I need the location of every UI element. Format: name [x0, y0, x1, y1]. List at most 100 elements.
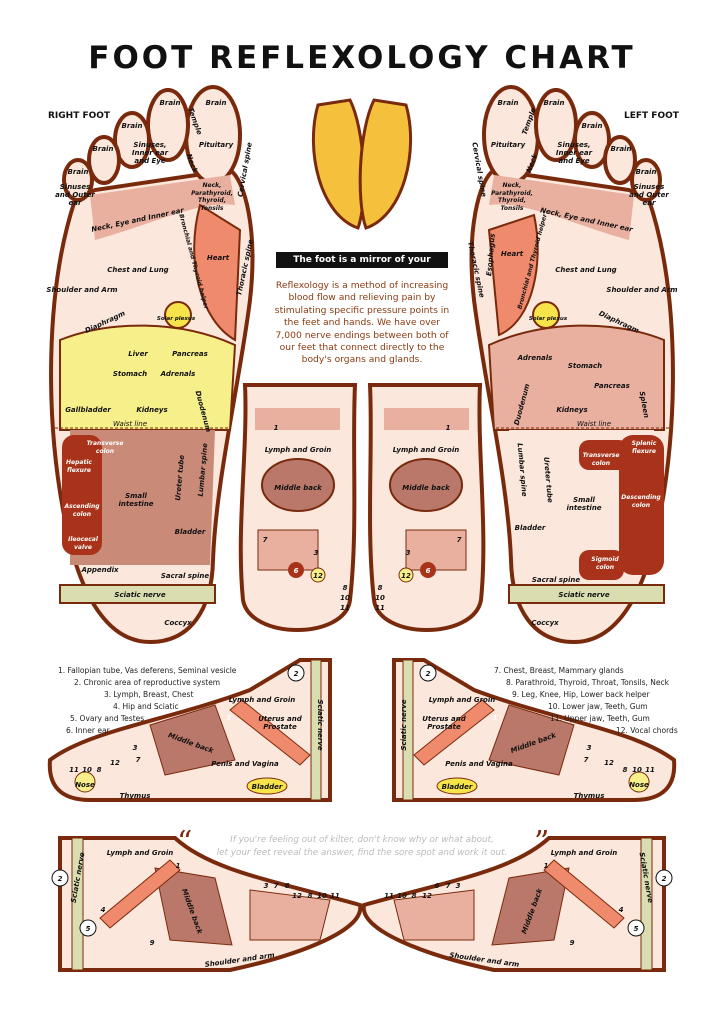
num-3: 3: [133, 744, 138, 752]
num-2: 2: [426, 670, 431, 678]
label-brain: Brain: [636, 168, 657, 176]
label-appendix: Appendix: [80, 566, 119, 574]
legend-item: 7. Chest, Breast, Mammary glands: [494, 666, 624, 675]
label-lymph-groin: Lymph and Groin: [551, 849, 617, 857]
legend-item: 8. Parathroid, Thyroid, Throat, Tonsils,…: [506, 678, 669, 687]
health-banner: The foot is a mirror of your health!: [276, 252, 448, 281]
legend-item: 9. Leg, Knee, Hip, Lower back helper: [512, 690, 650, 699]
num-3: 3: [314, 549, 319, 557]
label-sigmoid-colon: Sigmoid colon: [591, 556, 619, 571]
label-thymus: Thymus: [574, 792, 605, 800]
left-foot-sole: [469, 85, 675, 645]
label-nose: Nose: [629, 781, 649, 789]
legend-item: 2. Chronic area of reproductive system: [74, 678, 221, 687]
label-sciatic-nerve: Sciatic nerve: [114, 591, 165, 599]
num-7: 7: [136, 756, 141, 764]
feet-icon: [311, 98, 413, 230]
label-lymph-groin: Lymph and Groin: [229, 696, 295, 704]
num-11: 11: [340, 604, 350, 612]
label-lymph-groin: Lymph and Groin: [429, 696, 495, 704]
label-shoulder-arm: Shoulder and Arm: [606, 286, 677, 294]
label-thymus: Thymus: [120, 792, 151, 800]
label-nose: Nose: [75, 781, 95, 789]
label-lymph-groin: Lymph and Groin: [107, 849, 173, 857]
quote-line-1: If you're feeling out of kilter, don't k…: [230, 835, 494, 845]
num-10: 10: [82, 766, 92, 774]
left-foot-label: LEFT FOOT: [624, 111, 679, 121]
num-11: 11: [645, 766, 655, 774]
label-stomach: Stomach: [568, 362, 602, 370]
num-12: 12: [110, 759, 120, 767]
num-12: 12: [292, 892, 302, 900]
legend-item: 3. Lymph, Breast, Chest: [104, 690, 194, 699]
label-brain: Brain: [498, 99, 519, 107]
num-8: 8: [308, 892, 313, 900]
num-8: 8: [623, 766, 628, 774]
num-1: 1: [544, 862, 549, 870]
num-8: 8: [412, 892, 417, 900]
num-12: 12: [604, 759, 614, 767]
label-ureter-tube: Ureter tube: [542, 457, 554, 504]
label-heart: Heart: [501, 250, 524, 258]
num-10: 10: [317, 892, 327, 900]
label-chest-lung: Chest and Lung: [107, 266, 168, 274]
label-sacral-spine: Sacral spine: [161, 572, 209, 580]
label-chest-lung: Chest and Lung: [555, 266, 616, 274]
label-coccyx: Coccyx: [164, 619, 192, 627]
label-pituitary: Pituitary: [491, 141, 526, 149]
num-11: 11: [330, 892, 340, 900]
outer-side-left: Lymph and Groin Sciatic nerve Middle bac…: [361, 836, 673, 972]
right-foot-sole: [49, 85, 255, 645]
num-7: 7: [457, 536, 462, 544]
num-1: 1: [446, 424, 451, 432]
num-9: 9: [570, 939, 575, 947]
label-adrenals: Adrenals: [517, 354, 553, 362]
label-sinuses-outer-ear: Sinuses and Outer ear: [55, 183, 95, 207]
label-sacral-spine: Sacral spine: [532, 576, 580, 584]
top-view-feet: 1 1 Lymph and Groin Lymph and Groin Midd…: [238, 383, 486, 632]
label-sinuses-inner-ear-eye: Sinuses, Inner ear and Eye: [555, 141, 593, 165]
num-10: 10: [340, 594, 350, 602]
inner-side-left: 2 1 Lymph and Groin Sciatic nerve Middle…: [392, 658, 677, 802]
label-splenic-flexure: Splenic flexure: [631, 440, 657, 455]
label-adrenals: Adrenals: [160, 370, 196, 378]
label-brain: Brain: [122, 122, 143, 130]
num-12: 12: [422, 892, 432, 900]
num-7: 7: [584, 756, 589, 764]
num-12: 12: [401, 572, 411, 580]
label-neck-parathyroid: Neck, Parathyroid, Thyroid, Tonsils: [491, 182, 533, 212]
num-6: 6: [285, 882, 290, 890]
legend-item: 4. Hip and Sciatic: [113, 702, 179, 711]
label-sciatic-nerve: Sciatic nerve: [400, 699, 408, 750]
num-4: 4: [619, 906, 624, 914]
num-9: 9: [150, 939, 155, 947]
label-waist-line: Waist line: [577, 420, 611, 428]
label-shoulder-arm: Shoulder and Arm: [46, 286, 117, 294]
num-1: 1: [227, 714, 232, 722]
num-2: 2: [294, 670, 299, 678]
label-bladder: Bladder: [252, 783, 283, 791]
label-brain: Brain: [68, 168, 89, 176]
label-pituitary: Pituitary: [199, 141, 234, 149]
label-kidneys: Kidneys: [136, 406, 167, 414]
label-small-intestine: Small intestine: [566, 496, 602, 512]
label-ileocecal-valve: Ileocecal valve: [68, 536, 98, 551]
label-sinuses-outer-ear: Sinuses and Outer ear: [629, 183, 669, 207]
num-11: 11: [384, 892, 394, 900]
legend-list-left: 1. Fallopian tube, Vas deferens, Seminal…: [58, 665, 236, 737]
label-neck-parathyroid: Neck, Parathyroid, Thyroid, Tonsils: [191, 182, 233, 212]
num-11: 11: [69, 766, 79, 774]
label-transverse-colon: Transverse colon: [582, 452, 620, 467]
label-solar-plexus: Solar plexus: [157, 316, 196, 322]
label-esophagus: Esophagus: [485, 233, 497, 276]
label-sinuses-inner-ear-eye: Sinuses, Inner ear and Eye: [131, 141, 169, 165]
num-1: 1: [176, 862, 181, 870]
num-11: 11: [375, 604, 385, 612]
label-lymph-groin: Lymph and Groin: [393, 446, 459, 454]
inner-side-right: 2 1 Lymph and Groin Sciatic nerve Middle…: [47, 658, 332, 802]
num-10: 10: [632, 766, 642, 774]
label-liver: Liver: [128, 350, 148, 358]
label-penis-vagina: Penis and Vagina: [445, 760, 513, 768]
num-6: 6: [435, 882, 440, 890]
